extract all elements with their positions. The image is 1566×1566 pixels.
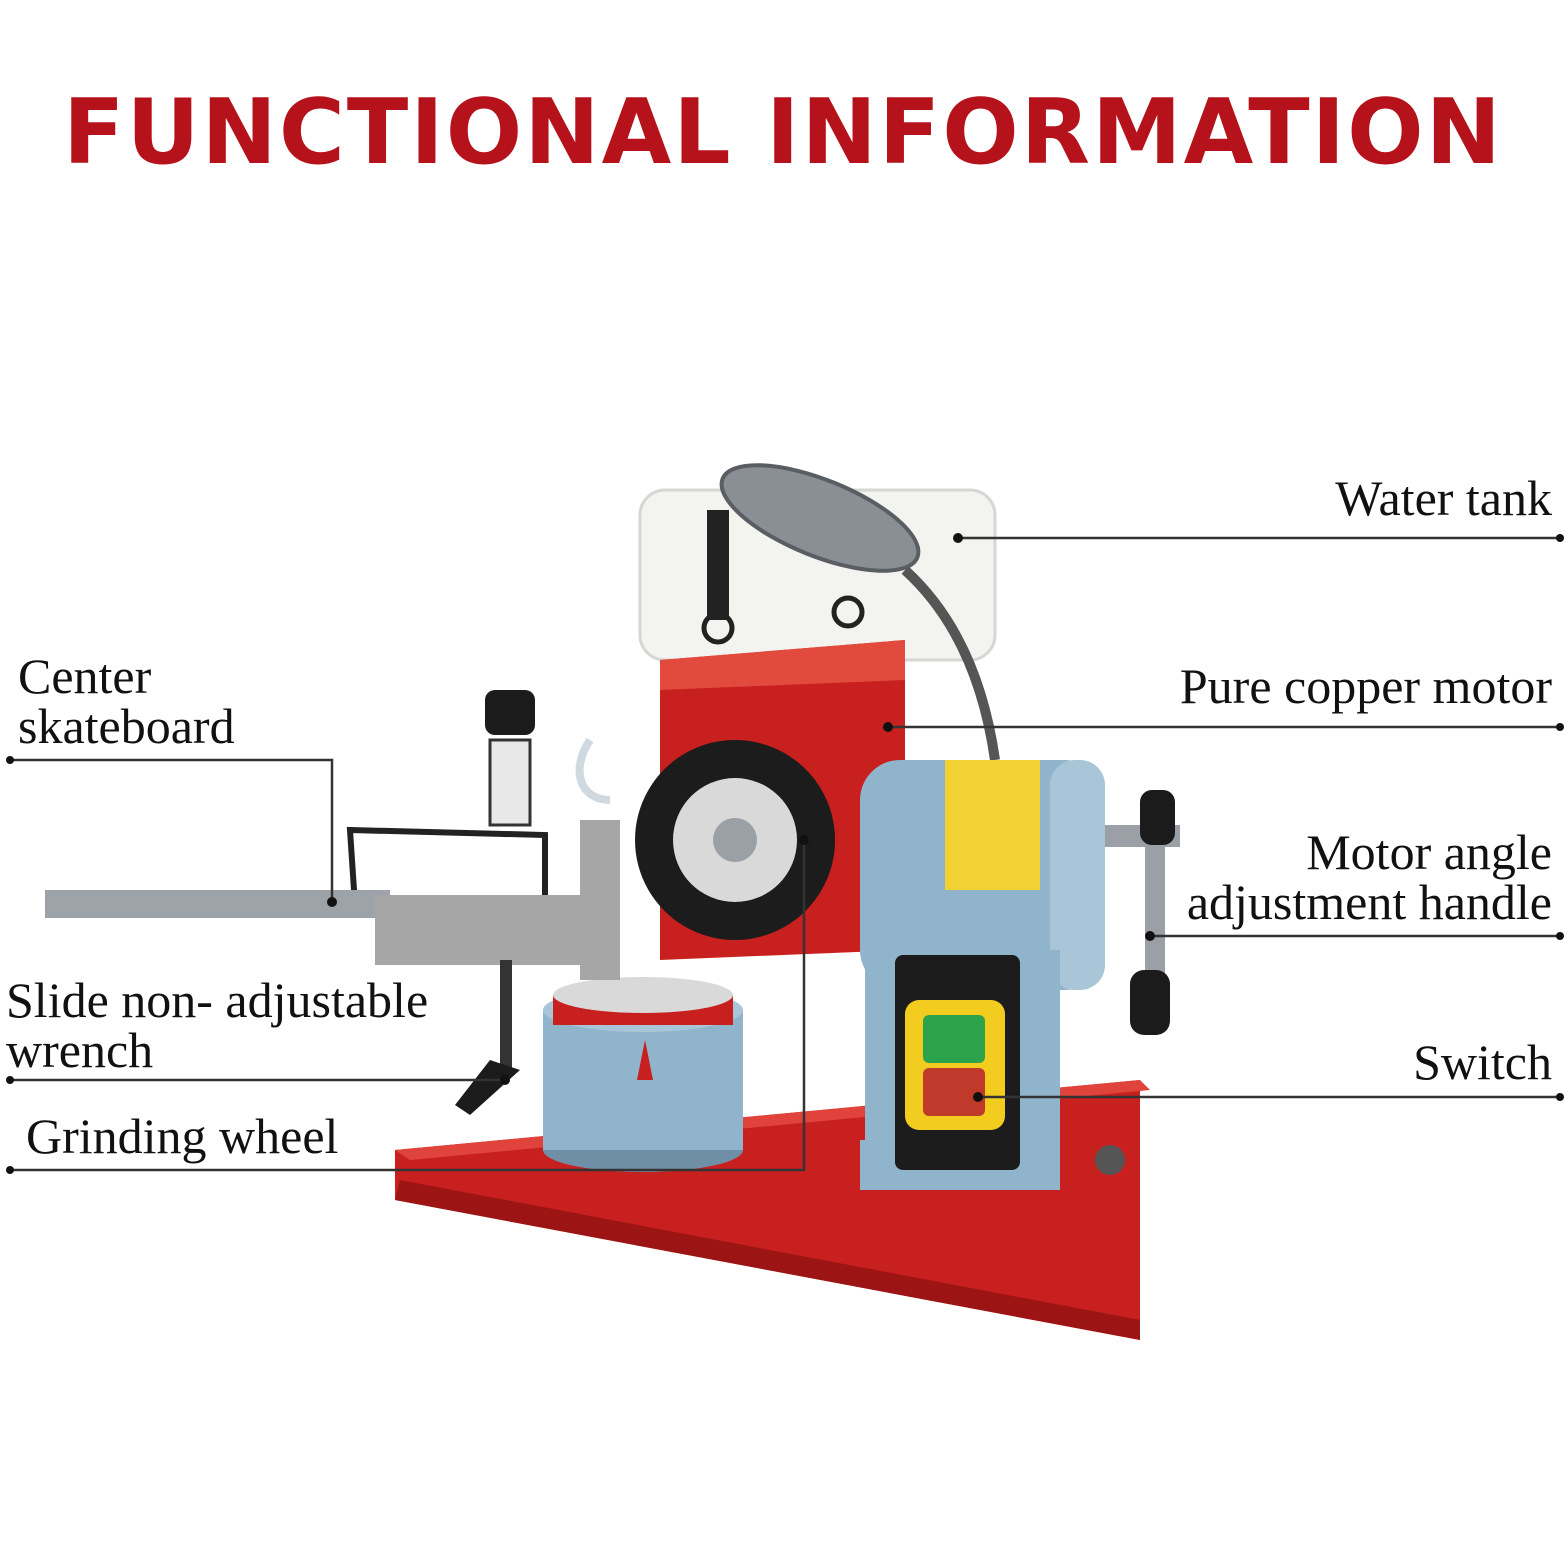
motor-angle-handle <box>1105 790 1180 1035</box>
page-title: FUNCTIONAL INFORMATION <box>62 80 1503 185</box>
label-pure-copper-motor: Pure copper motor <box>1179 658 1552 714</box>
grinding-wheel <box>635 740 866 940</box>
machine-illustration <box>45 463 1180 1340</box>
center-skateboard-leader <box>10 758 334 902</box>
lamp <box>719 463 1000 761</box>
leader-lines <box>10 536 1560 1172</box>
center-pedestal <box>543 977 743 1172</box>
label-water-tank: Water tank <box>1335 470 1552 526</box>
leader-dot-icon <box>6 533 1564 1174</box>
label-center-line1: Center <box>18 648 152 704</box>
label-slide-line2: wrench <box>6 1022 154 1078</box>
label-grinding-wheel: Grinding wheel <box>26 1108 339 1164</box>
label-switch: Switch <box>1413 1034 1552 1090</box>
label-slide-line1: Slide non- adjustable <box>6 972 429 1028</box>
switch-box <box>895 955 1020 1170</box>
grinding-wheel-leader <box>10 840 806 1172</box>
label-center-line2: skateboard <box>18 698 235 754</box>
label-motor-angle-line1: Motor angle <box>1306 824 1552 880</box>
label-motor-angle-line2: adjustment handle <box>1186 874 1552 930</box>
